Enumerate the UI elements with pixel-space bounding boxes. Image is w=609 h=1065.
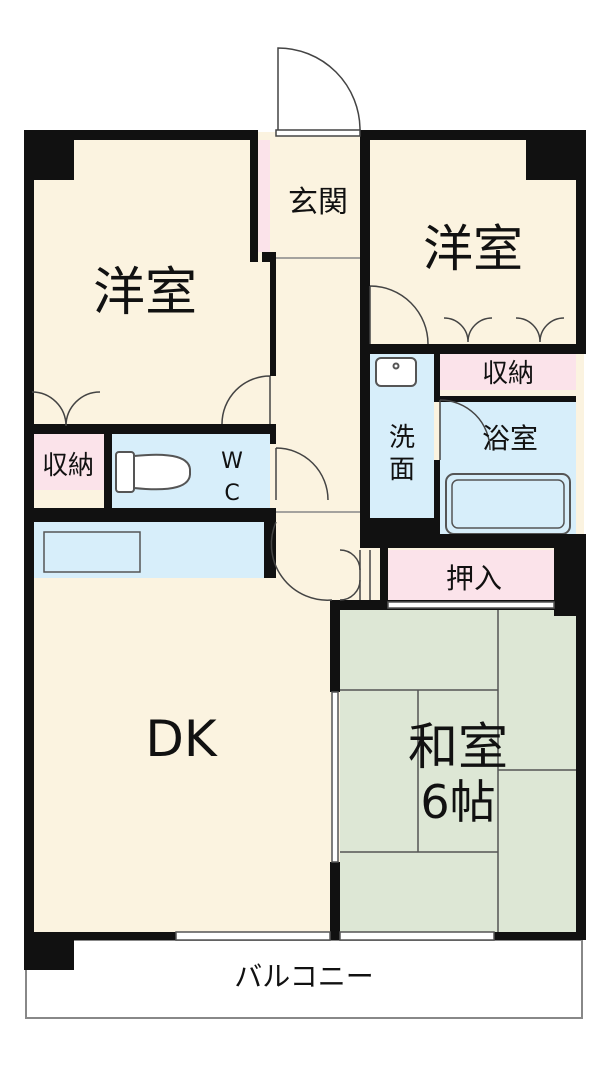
label-japanese-2: 6帖 bbox=[420, 775, 495, 829]
label-storage-left: 収納 bbox=[42, 451, 94, 481]
entrance-strip bbox=[258, 140, 270, 252]
walls bbox=[24, 130, 586, 970]
toilet-icon bbox=[115, 451, 192, 493]
tatami-lines bbox=[340, 610, 576, 932]
label-dk: DK bbox=[145, 710, 218, 768]
label-western-right: 洋室 bbox=[423, 220, 523, 278]
label-storage-right: 収納 bbox=[482, 359, 534, 389]
closet-room bbox=[386, 550, 554, 602]
label-entrance: 玄関 bbox=[288, 185, 348, 220]
doors bbox=[31, 47, 565, 601]
japanese-room bbox=[340, 610, 576, 932]
storage-left bbox=[32, 432, 104, 490]
label-wc-w: W bbox=[221, 449, 243, 474]
kitchen-counter bbox=[32, 522, 272, 578]
label-western-left: 洋室 bbox=[93, 263, 197, 323]
washbasin-icon bbox=[375, 357, 417, 387]
label-washroom-2: 面 bbox=[389, 455, 415, 485]
label-closet: 押入 bbox=[446, 562, 502, 595]
storage-right bbox=[440, 352, 576, 390]
bathtub bbox=[445, 473, 571, 535]
label-balcony: バルコニー bbox=[234, 960, 373, 993]
balcony-area bbox=[25, 939, 583, 1019]
label-washroom-1: 洗 bbox=[389, 423, 415, 453]
label-japanese-1: 和室 bbox=[408, 718, 508, 776]
kitchen-sink bbox=[43, 531, 141, 573]
label-bath: 浴室 bbox=[482, 422, 538, 455]
label-wc-c: C bbox=[224, 481, 239, 506]
windows bbox=[175, 601, 555, 941]
